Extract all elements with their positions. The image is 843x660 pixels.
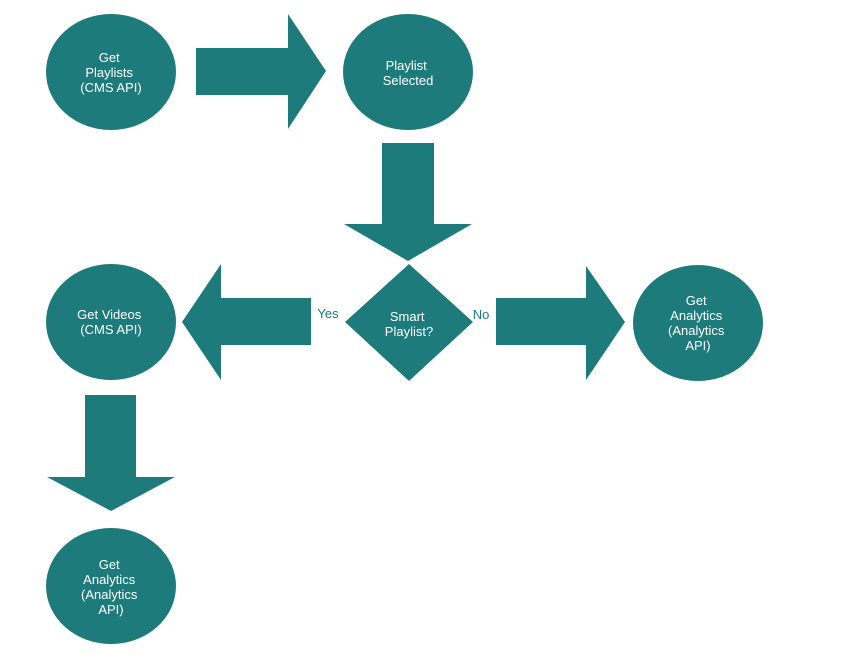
node-playlist-selected: Playlist Selected [343,14,473,130]
edge-label-yes: Yes [317,306,339,321]
decision-diamond [345,264,473,381]
node-get-analytics-right-shape [633,265,763,381]
node-get-videos: Get Videos (CMS API) [46,264,176,380]
node-get-playlists: Get Playlists (CMS API) [46,14,176,130]
node-get-analytics-bottom-line-1: Get [99,557,120,572]
node-get-analytics-bottom: Get Analytics (Analytics API) [46,528,176,644]
arrow-right-icon [196,14,326,129]
node-get-analytics-right-label: Get Analytics (Analytics API) [668,293,728,353]
node-get-analytics-right-line-3: (Analytics [668,323,725,338]
node-get-videos-label: Get Videos (CMS API) [77,307,145,337]
node-get-playlists-label: Get Playlists (CMS API) [80,50,141,95]
node-smart-playlist-line-2: Playlist? [385,324,433,339]
node-get-analytics-right-line-4: API) [685,338,710,353]
node-get-playlists-line-1: Get [99,50,120,65]
node-smart-playlist: Smart Playlist? [345,264,473,381]
node-get-analytics-bottom-shape [46,528,176,644]
node-get-videos-line-1: Get Videos [77,307,142,322]
node-get-playlists-line-3: (CMS API) [80,80,141,95]
arrow-right-no-icon [496,266,625,380]
node-playlist-selected-line-1: Playlist [386,58,428,73]
node-playlist-selected-line-2: Selected [383,73,434,88]
node-get-analytics-bottom-line-4: API) [98,602,123,617]
node-get-analytics-right: Get Analytics (Analytics API) [633,265,763,381]
node-get-playlists-line-2: Playlists [85,65,133,80]
node-get-analytics-right-line-1: Get [686,293,707,308]
node-get-analytics-bottom-line-2: Analytics [83,572,136,587]
node-playlist-selected-shape [343,14,473,130]
node-get-analytics-bottom-label: Get Analytics (Analytics API) [81,557,141,617]
node-get-analytics-right-line-2: Analytics [670,308,723,323]
node-smart-playlist-label: Smart Playlist? [385,309,433,339]
arrow-down-left-icon [47,395,175,511]
arrow-down-icon [344,143,472,261]
node-smart-playlist-line-1: Smart [390,309,425,324]
node-get-playlists-shape [46,14,176,130]
node-get-videos-line-2: (CMS API) [80,322,141,337]
edge-label-no: No [473,307,490,322]
node-get-videos-shape [46,264,176,380]
arrow-left-yes-icon [182,264,311,380]
node-get-analytics-bottom-line-3: (Analytics [81,587,138,602]
node-playlist-selected-label: Playlist Selected [383,58,434,88]
